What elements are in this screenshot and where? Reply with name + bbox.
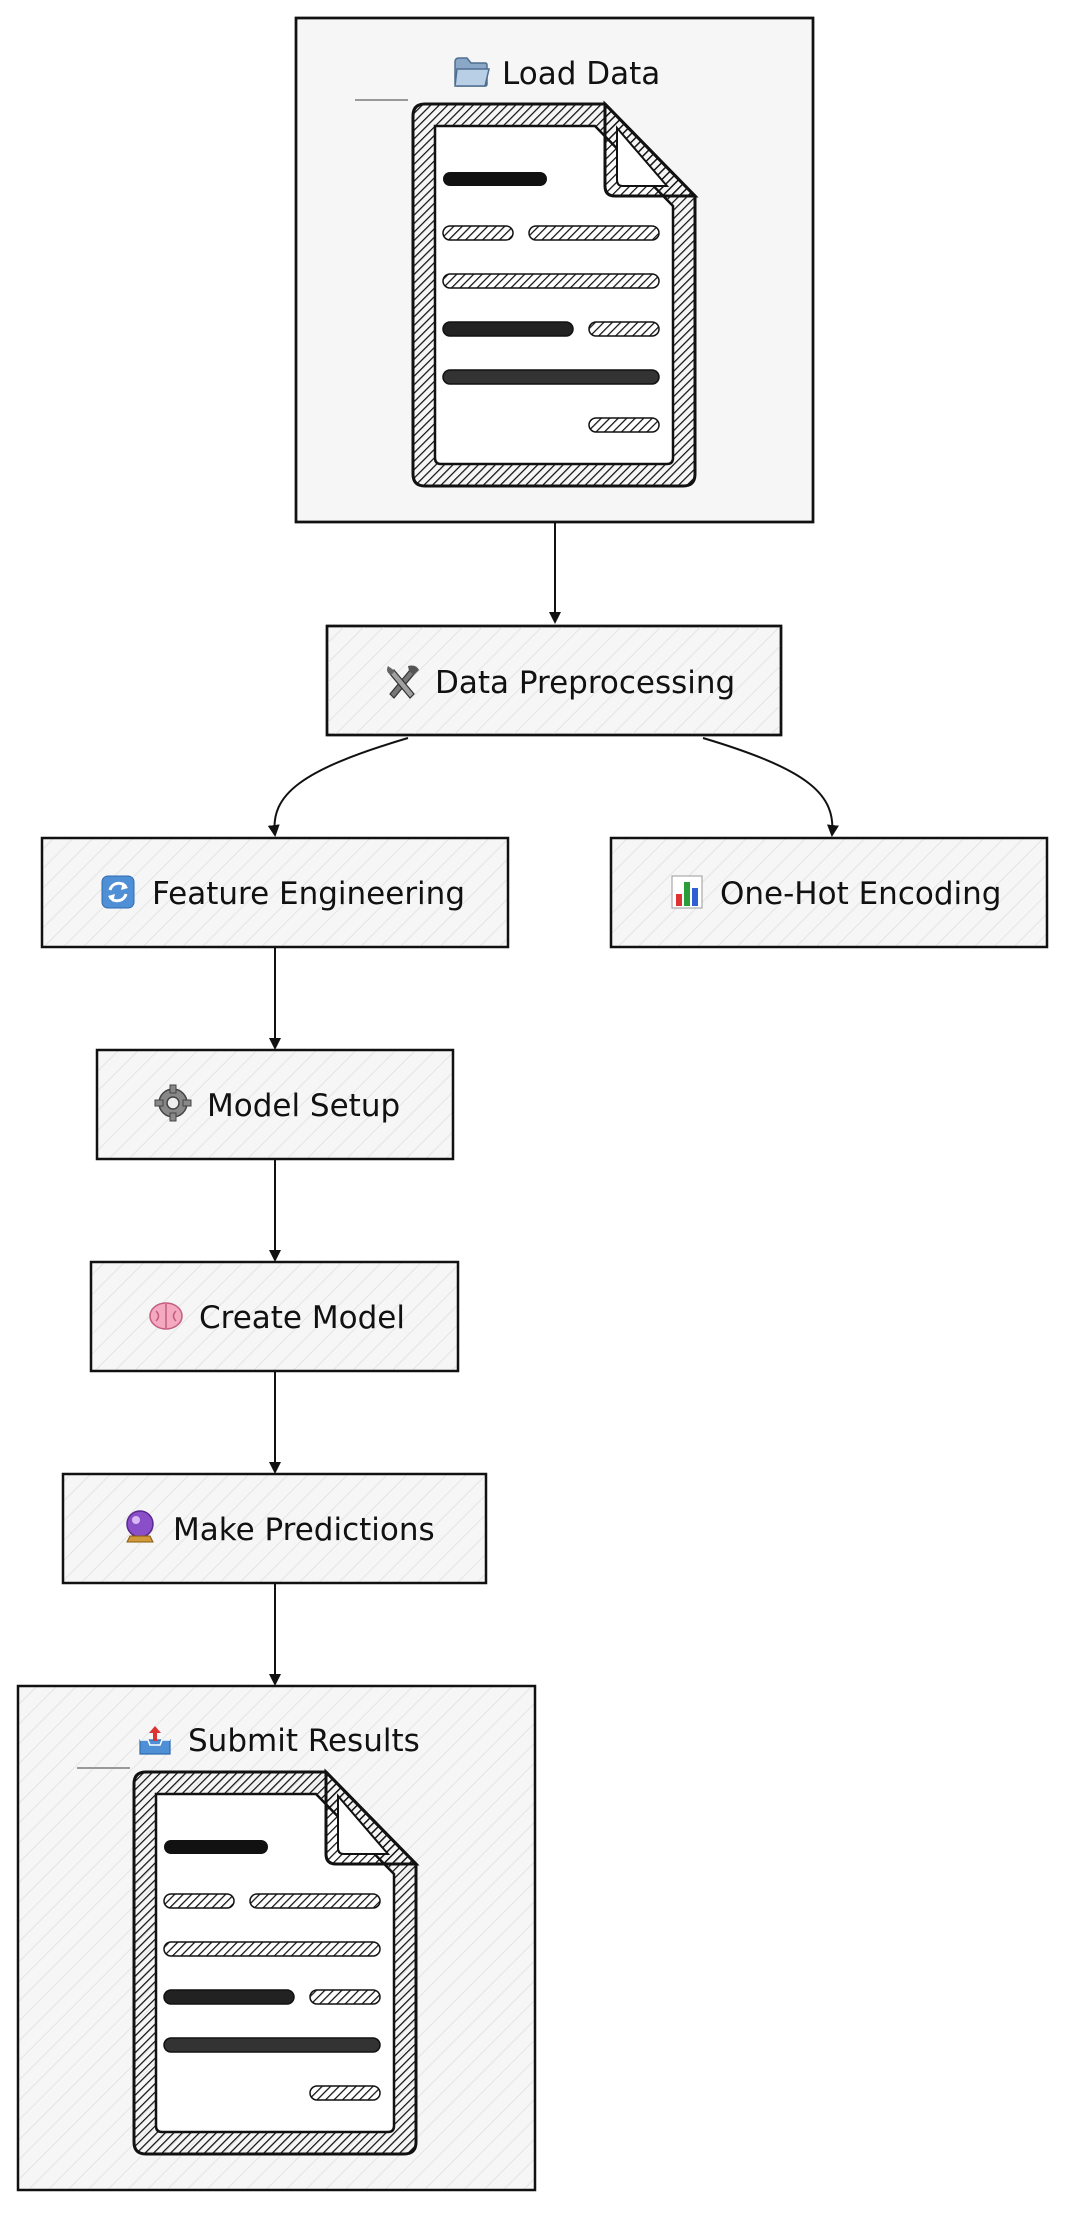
node-label: Submit Results [188,1723,420,1759]
node-label: Create Model [199,1300,405,1336]
node-one-hot-encoding[interactable]: One-Hot Encoding [609,836,1049,949]
edge-preprocess-to-feature [267,737,409,837]
node-label: Model Setup [207,1088,400,1124]
crystal-ball-icon [126,1510,154,1543]
cycle-icon [101,875,135,909]
node-label: Feature Engineering [152,876,465,912]
node-label: Make Predictions [173,1512,435,1548]
folder-icon [454,57,490,87]
node-make-predictions[interactable]: Make Predictions [61,1472,488,1585]
node-model-setup[interactable]: Model Setup [95,1048,455,1161]
bar-chart-icon [671,875,703,909]
node-feature-engineering[interactable]: Feature Engineering [40,836,510,949]
outbox-tray-icon [139,1726,171,1755]
node-label: One-Hot Encoding [720,876,1001,912]
brain-icon [149,1302,183,1330]
document-icon [411,102,697,488]
node-label: Data Preprocessing [435,665,735,701]
node-submit-results[interactable]: Submit Results [16,1684,537,2192]
edge-preprocess-to-onehot [702,737,839,837]
gear-icon [154,1084,192,1122]
tools-icon [387,665,419,699]
node-load-data[interactable]: Load Data [294,16,815,524]
node-label: Load Data [502,56,660,92]
document-icon [132,1770,418,2156]
node-data-preprocessing[interactable]: Data Preprocessing [325,624,783,737]
node-create-model[interactable]: Create Model [89,1260,460,1373]
edges [267,522,839,1686]
